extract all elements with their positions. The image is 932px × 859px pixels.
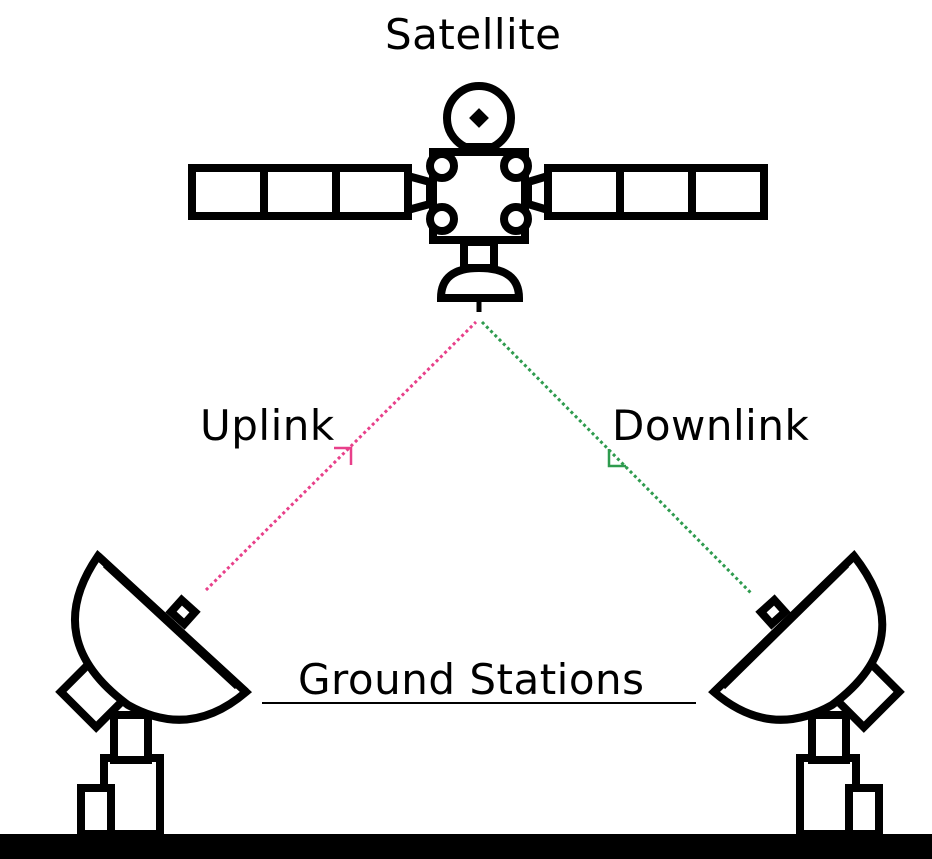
uplink-label: Uplink bbox=[200, 401, 335, 450]
uplink-signal bbox=[204, 320, 478, 592]
ground-stations-label: Ground Stations bbox=[298, 655, 645, 704]
satellite-transmitter-dish bbox=[436, 263, 524, 302]
right-dish-bowl bbox=[708, 550, 887, 724]
satellite-thruster bbox=[426, 203, 458, 235]
satellite-thruster bbox=[500, 203, 532, 235]
satellite-thruster bbox=[426, 150, 458, 182]
downlink-signal bbox=[480, 320, 754, 596]
satellite-label: Satellite bbox=[385, 10, 562, 59]
left-dish-bowl bbox=[71, 549, 253, 724]
downlink-arrowhead bbox=[607, 449, 626, 468]
left-solar-panel bbox=[188, 164, 434, 220]
uplink-path bbox=[204, 320, 478, 592]
right-solar-panel bbox=[524, 164, 768, 220]
satellite-icon bbox=[188, 82, 768, 312]
right-dish-antenna-icon bbox=[708, 550, 905, 838]
downlink-label: Downlink bbox=[612, 401, 810, 450]
uplink-arrowhead bbox=[334, 446, 353, 465]
satellite-thruster bbox=[500, 150, 532, 182]
satellite-top-diamond bbox=[469, 108, 489, 128]
left-dish-antenna-icon bbox=[55, 549, 253, 838]
ground-bar bbox=[0, 834, 932, 859]
downlink-path bbox=[480, 320, 754, 596]
